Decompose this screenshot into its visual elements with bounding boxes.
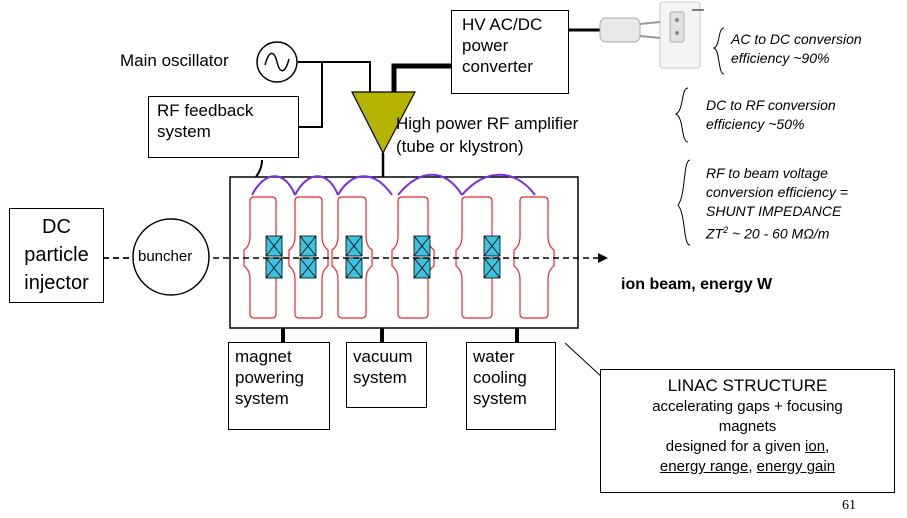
hv-line2: power <box>462 35 562 56</box>
rf-beam-line2: conversion efficiency = <box>706 183 848 202</box>
quadrupole-magnet <box>484 236 500 256</box>
rf-beam-efficiency-note: RF to beam voltage conversion efficiency… <box>706 164 848 244</box>
quadrupole-magnet <box>414 258 430 278</box>
quadrupole-magnet <box>346 236 362 256</box>
power-plug-icon <box>600 2 704 68</box>
linac-pointer-line <box>565 343 603 378</box>
vacuum-system-box: vacuum system <box>346 342 427 408</box>
rf-feedback-line2: system <box>157 121 292 142</box>
dc-rf-line2: efficiency ~50% <box>706 115 836 134</box>
vacuum-line1: vacuum <box>353 346 420 367</box>
amplifier-line2: (tube or klystron) <box>396 135 578 158</box>
ac-dc-efficiency-note: AC to DC conversion efficiency ~90% <box>731 30 862 68</box>
quadrupole-magnet <box>484 258 500 278</box>
hv-line3: converter <box>462 56 562 77</box>
ac-dc-line2: efficiency ~90% <box>731 49 862 68</box>
hv-power-line <box>394 66 451 92</box>
magnet-powering-box: magnet powering system <box>228 342 330 430</box>
rf-beam-line1: RF to beam voltage <box>706 164 848 183</box>
rf-feedback-line1: RF feedback <box>157 100 292 121</box>
dc-line2: particle <box>10 241 103 269</box>
quadrupole-magnet <box>266 236 282 256</box>
rf-feedback-box: RF feedback system <box>148 96 299 158</box>
support-legs <box>283 328 517 342</box>
magnet-line1: magnet <box>235 346 323 367</box>
quadrupole-magnet <box>266 258 282 278</box>
water-line2: cooling <box>473 367 549 388</box>
amplifier-line1: High power RF amplifier <box>396 112 578 135</box>
dc-rf-efficiency-note: DC to RF conversion efficiency ~50% <box>706 96 836 134</box>
linac-title: LINAC STRUCTURE <box>601 375 894 397</box>
dc-line1: DC <box>10 213 103 241</box>
water-line3: system <box>473 388 549 409</box>
rf-beam-line4: ZT2 ~ 20 - 60 MΩ/m <box>706 221 848 244</box>
beam-arrow-head <box>598 253 608 263</box>
magnet-line2: powering <box>235 367 323 388</box>
quadrupole-magnet <box>346 258 362 278</box>
dc-line3: injector <box>10 269 103 297</box>
quadrupole-magnet <box>300 258 316 278</box>
amplifier-label: High power RF amplifier (tube or klystro… <box>396 112 578 158</box>
dc-injector-box: DC particle injector <box>9 208 104 303</box>
rf-beam-line3: SHUNT IMPEDANCE <box>706 202 848 221</box>
page-number: 61 <box>842 495 856 517</box>
ion-beam-label: ion beam, energy W <box>621 274 772 296</box>
linac-line2: magnets <box>601 417 894 437</box>
buncher-label: buncher <box>138 246 192 268</box>
hv-line1: HV AC/DC <box>462 14 562 35</box>
linac-line3: designed for a given ion, <box>601 437 894 457</box>
water-cooling-box: water cooling system <box>466 342 556 430</box>
vacuum-line2: system <box>353 367 420 388</box>
linac-line4: energy range, energy gain <box>601 457 894 477</box>
magnet-line3: system <box>235 388 323 409</box>
linac-structure-note: LINAC STRUCTURE accelerating gaps + focu… <box>600 369 895 493</box>
ac-dc-line1: AC to DC conversion <box>731 30 862 49</box>
quadrupole-magnet <box>414 236 430 256</box>
water-line1: water <box>473 346 549 367</box>
quadrupole-magnet <box>300 236 316 256</box>
linac-line1: accelerating gaps + focusing <box>601 397 894 417</box>
dc-rf-line1: DC to RF conversion <box>706 96 836 115</box>
main-oscillator-label: Main oscillator <box>120 50 229 72</box>
hv-converter-box: HV AC/DC power converter <box>451 10 569 94</box>
sine-wave-icon <box>257 42 297 82</box>
